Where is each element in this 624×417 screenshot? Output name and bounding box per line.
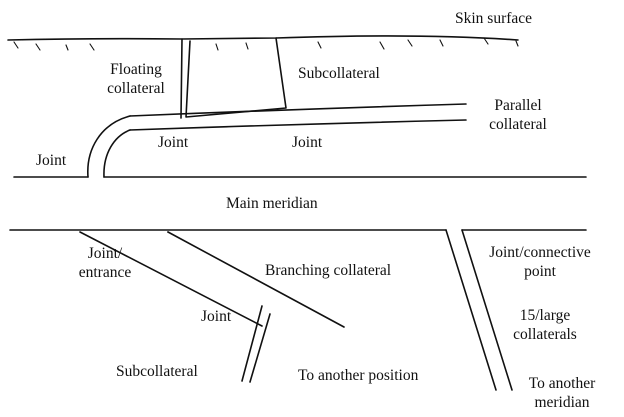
joint-lower-label: Joint (201, 308, 232, 325)
subcollateral-right (249, 313, 271, 383)
large-collaterals-label: 15/large collaterals (500, 306, 590, 344)
joint-mid-right-label: Joint (292, 134, 323, 151)
floating-collateral-line (180, 38, 183, 119)
parallel-collateral-upper (129, 103, 467, 117)
branching-collateral-upper (167, 231, 345, 328)
to-meridian-right (461, 229, 513, 391)
joint-curve-outer (87, 115, 131, 178)
joint-connective-line2: point (524, 263, 556, 280)
joint-connective-line1: Joint/connective (489, 244, 591, 261)
skin-surface-ticks (13, 37, 519, 51)
to-another-meridian-line2: meridian (534, 394, 590, 411)
joint-entrance-line2: entrance (78, 264, 132, 281)
branching-collateral-label: Branching collateral (265, 262, 392, 279)
skin-surface-label: Skin surface (455, 10, 533, 27)
large-collaterals-line2: collaterals (513, 326, 577, 343)
collateral-block (185, 37, 287, 118)
subcollateral-left (241, 305, 263, 382)
parallel-collateral-label: Parallel collateral (468, 96, 568, 134)
joint-connective-label: Joint/connective point (478, 243, 602, 281)
large-collaterals-line1: 15/large (519, 307, 571, 324)
parallel-collateral-line1: Parallel (494, 97, 542, 114)
parallel-collateral-lower (129, 119, 467, 131)
to-another-meridian-label: To another meridian (512, 374, 612, 412)
joint-left-label: Joint (36, 152, 67, 169)
joint-entrance-line1: Joint/ (87, 245, 123, 262)
floating-collateral-line1: Floating (110, 61, 162, 78)
parallel-collateral-line2: collateral (489, 116, 547, 133)
joint-entrance-label: Joint/ entrance (60, 244, 150, 282)
subcollateral-top-label: Subcollateral (298, 65, 380, 82)
floating-collateral-label: Floating collateral (96, 60, 176, 98)
joint-mid-left-label: Joint (158, 134, 189, 151)
floating-collateral-line2: collateral (107, 80, 165, 97)
main-meridian-label: Main meridian (226, 195, 318, 212)
joint-curve-inner (103, 129, 131, 178)
to-another-position-label: To another position (298, 367, 419, 384)
to-another-meridian-line1: To another (528, 375, 596, 392)
to-meridian-left (445, 229, 497, 391)
skin-surface-line (7, 35, 519, 41)
entrance-diagonal (79, 231, 263, 327)
subcollateral-bottom-label: Subcollateral (116, 363, 198, 380)
